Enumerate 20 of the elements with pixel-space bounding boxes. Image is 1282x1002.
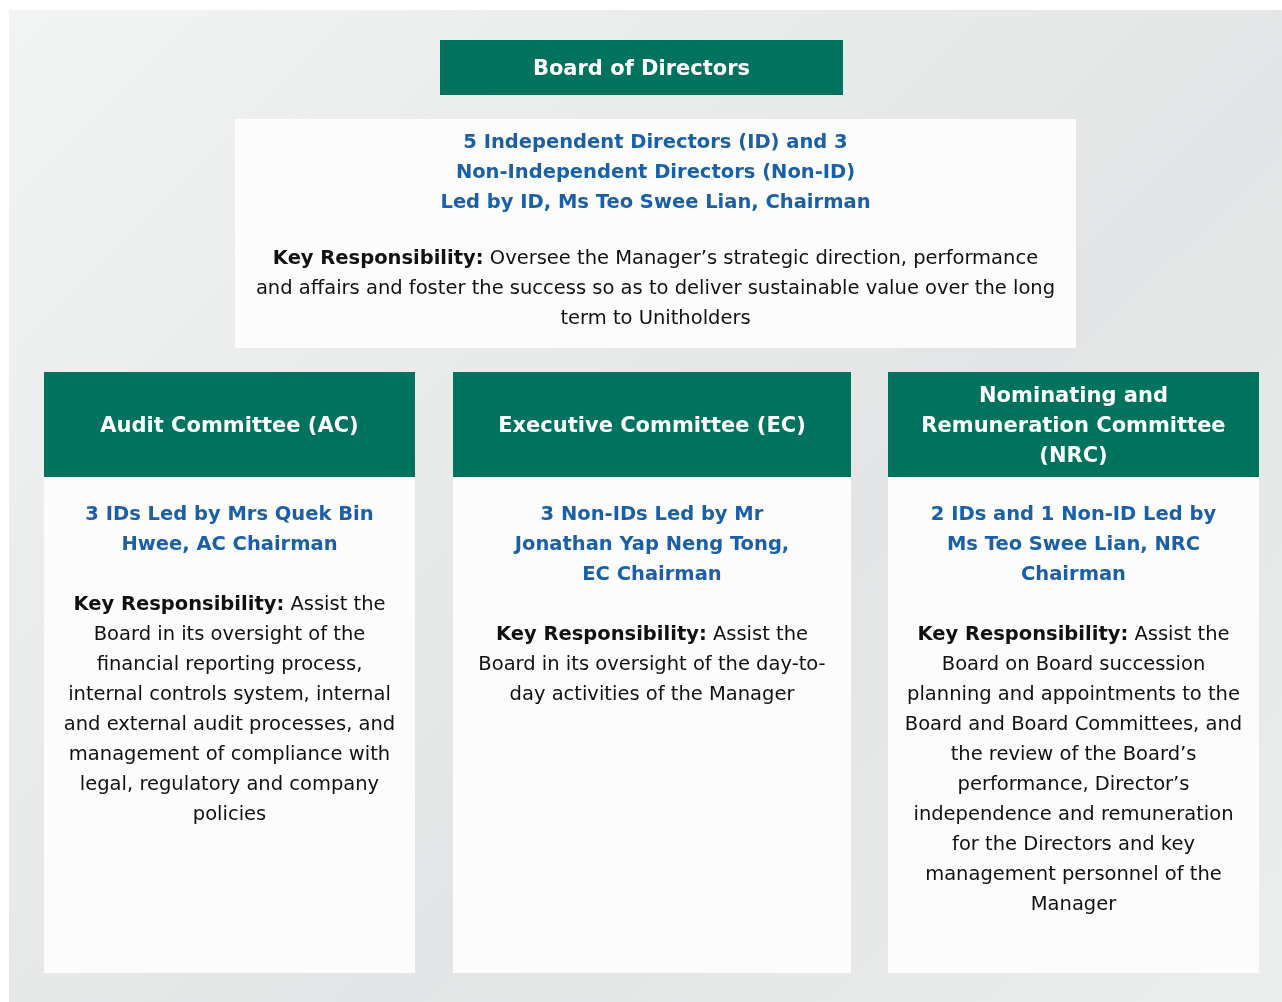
header-box <box>440 40 843 95</box>
membership-text: 2 IDs and 1 Non-ID Led by Ms Teo Swee Lian, NRC Chairman <box>929 501 1218 587</box>
responsibility-text: Key Responsibility: Oversee the Manager’s strategic direction, performance and affairs and foster the success so as to deliver sustainable value over the long term to Unitholders <box>255 245 1056 331</box>
heading-text: Audit Committee (AC) <box>100 411 359 439</box>
header-box <box>44 372 415 477</box>
membership-text: 5 Independent Directors (ID) and 3 Non-Independent Directors (Non-ID) Led by ID, Ms Teo Swee Lian, Chairman <box>439 129 872 215</box>
content-box <box>235 119 1076 348</box>
responsibility-text: Key Responsibility: Assist the Board on Board succession planning and appointments to the Board and Board Committees, and the review of the Board’s performance, Director’s independence and remuneration for the Directors and key management personnel of the Manager <box>903 621 1244 917</box>
header-box <box>888 372 1259 477</box>
heading-text: Executive Committee (EC) <box>498 411 806 439</box>
membership-text: 3 IDs Led by Mrs Quek Bin Hwee, AC Chairman <box>84 501 375 557</box>
header-box <box>453 372 851 477</box>
responsibility-text: Key Responsibility: Assist the Board in its oversight of the financial reporting process, internal controls system, internal and external audit processes, and management of compliance with legal, regulatory and company policies <box>62 591 397 827</box>
content-box <box>453 477 851 973</box>
membership-text: 3 Non-IDs Led by Mr Jonathan Yap Neng Tong, EC Chairman <box>512 501 791 587</box>
content-box <box>888 477 1259 973</box>
responsibility-text: Key Responsibility: Assist the Board in its oversight of the day-to-day activities of the Manager <box>477 621 827 707</box>
heading-text: Board of Directors <box>532 54 751 82</box>
heading-text: Nominating and Remuneration Committee (NRC) <box>920 381 1227 469</box>
content-box <box>44 477 415 973</box>
